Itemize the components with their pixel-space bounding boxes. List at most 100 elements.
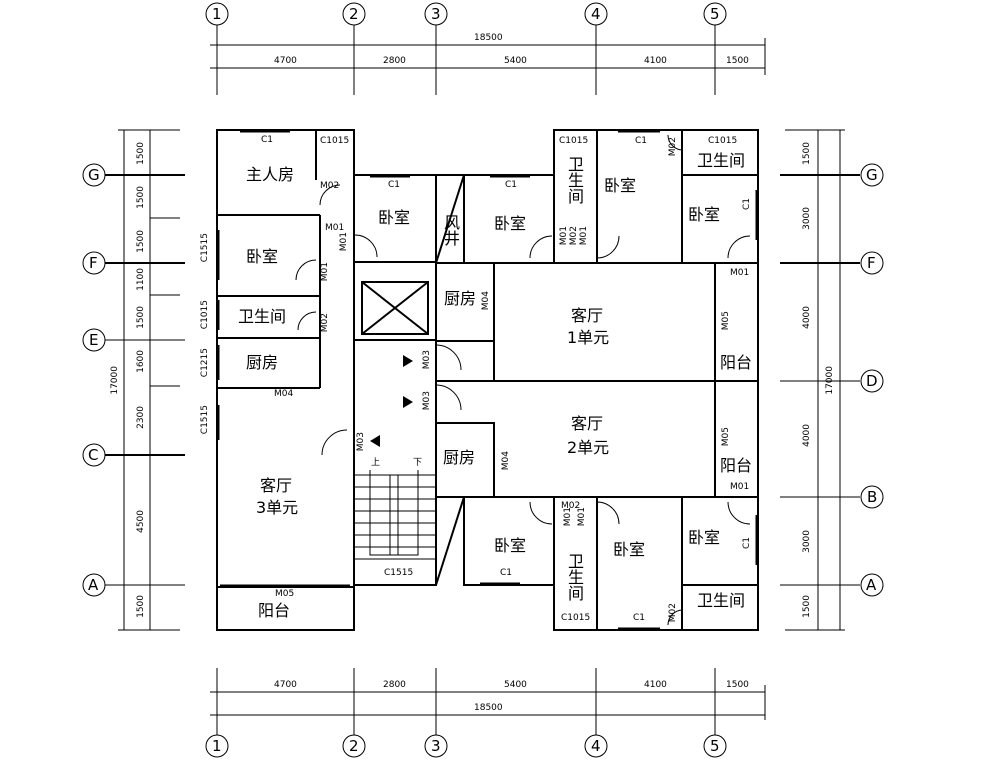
code-m01-u1: M01 (730, 268, 750, 278)
code-c1015-u2: C1015 (561, 613, 591, 623)
stair (353, 470, 437, 586)
code-c1015-top-left: C1015 (320, 136, 350, 146)
dim-bottom-seg-5: 1500 (726, 680, 749, 690)
axis-label-col-1-top: 1 (212, 5, 222, 23)
axis-label-col-3-bottom: 3 (431, 737, 441, 755)
code-m02-left: M02 (320, 313, 330, 333)
code-c1015-u1-a: C1015 (559, 136, 589, 146)
axis-label-row-a-left: A (88, 576, 99, 594)
code-c1215-left: C1215 (200, 348, 210, 378)
dim-right-seg-5: 3000 (802, 530, 812, 553)
code-m05-u2: M05 (721, 427, 731, 447)
axis-label-row-b-right: B (867, 488, 878, 506)
code-c1515-left-b: C1515 (200, 405, 210, 435)
code-c1-core: C1 (388, 180, 401, 190)
dim-top-seg-1: 4700 (274, 56, 297, 66)
walls (216, 129, 759, 631)
room-bathroom-u2-a: 卫生间 (565, 553, 584, 601)
code-m03-c: M03 (356, 432, 366, 452)
room-bedroom-u1-b: 卧室 (604, 176, 637, 195)
stair-up-label: 上 (371, 458, 381, 468)
code-c1-u2-c: C1 (742, 537, 752, 550)
axis-bubbles (82, 2, 884, 758)
code-m03-a: M03 (422, 350, 432, 370)
axis-label-row-d-right: D (866, 372, 878, 390)
dim-top-seg-4: 4100 (644, 56, 667, 66)
room-unit-1: 1单元 (567, 328, 610, 347)
dim-bottom-seg-4: 4100 (644, 680, 667, 690)
axis-label-row-f-left: F (89, 254, 98, 272)
axis-label-row-e-left: E (89, 331, 99, 349)
dim-bottom-seg-3: 5400 (504, 680, 527, 690)
room-kitchen-u1: 厨房 (444, 289, 477, 308)
code-c1515-stair: C1515 (384, 568, 414, 578)
code-c1-u1-a: C1 (505, 180, 518, 190)
room-air-shaft: 风井 (441, 214, 460, 246)
axis-label-col-2-top: 2 (349, 5, 359, 23)
code-m02-u1-b: M02 (668, 137, 678, 157)
code-m01-u1-a: M01 (559, 226, 569, 246)
room-balcony-left: 阳台 (258, 601, 291, 620)
code-c1015-u1-b: C1015 (708, 136, 738, 146)
axis-label-col-4-top: 4 (591, 5, 601, 23)
code-m03-b: M03 (422, 391, 432, 411)
bottom-dimension-lines (210, 685, 766, 720)
dim-top-seg-2: 2800 (383, 56, 406, 66)
code-m01-u1-b: M01 (579, 226, 589, 246)
dim-right-seg-4: 4000 (802, 424, 812, 447)
code-m04-u1: M04 (481, 291, 491, 311)
room-living-1: 客厅 (571, 306, 604, 325)
dim-left-seg-8: 4500 (136, 510, 146, 533)
room-living-2: 客厅 (571, 414, 604, 433)
dim-right-seg-3: 4000 (802, 306, 812, 329)
direction-arrows (370, 355, 413, 447)
room-bathroom-left: 卫生间 (238, 307, 287, 326)
code-c1-u2-b: C1 (633, 613, 646, 623)
dim-bottom-seg-1: 4700 (274, 680, 297, 690)
axis-label-col-5-bottom: 5 (710, 737, 720, 755)
dim-bottom-seg-2: 2800 (383, 680, 406, 690)
room-bedroom-u2-a: 卧室 (494, 536, 527, 555)
dim-left-seg-1: 1500 (136, 142, 146, 165)
code-m02-master: M02 (320, 181, 340, 191)
code-m01-u2-b: M01 (577, 507, 587, 527)
room-balcony-u1: 阳台 (720, 353, 753, 372)
room-kitchen-u2: 厨房 (443, 448, 476, 467)
code-c1015-left: C1015 (200, 300, 210, 330)
axis-label-col-3-top: 3 (431, 5, 441, 23)
room-bathroom-u1-a: 卫生间 (565, 156, 584, 204)
stair-down-label: 下 (413, 458, 423, 468)
dim-right-seg-2: 3000 (802, 207, 812, 230)
axis-label-row-c-left: C (88, 446, 99, 464)
dim-left-seg-6: 1600 (136, 350, 146, 373)
door-swings (295, 134, 751, 626)
code-c1515-left-a: C1515 (200, 233, 210, 263)
dim-right-seg-6: 1500 (802, 595, 812, 618)
top-dimension-lines (210, 38, 766, 75)
axis-label-col-5-top: 5 (710, 5, 720, 23)
room-kitchen-left: 厨房 (246, 353, 279, 372)
room-bathroom-u1-b: 卫生间 (697, 151, 746, 170)
axis-gridlines (105, 22, 860, 740)
code-m02-u2-b: M02 (668, 603, 678, 623)
code-c1-u1-b: C1 (635, 136, 648, 146)
dim-right-total: 17000 (825, 366, 835, 395)
code-m05-u1: M05 (721, 311, 731, 331)
room-bedroom-u1-c: 卧室 (688, 205, 721, 224)
right-dimension-lines (785, 129, 845, 631)
left-dimension-lines (118, 129, 180, 631)
room-unit-2: 2单元 (567, 438, 610, 457)
code-c1-u2-a: C1 (500, 568, 513, 578)
axis-label-row-g-right: G (866, 166, 878, 184)
axis-label-col-1-bottom: 1 (212, 737, 222, 755)
code-m02-u2: M02 (561, 501, 581, 511)
code-c1-u1-c: C1 (742, 198, 752, 211)
code-m05-left: M05 (275, 589, 295, 599)
code-m01-left: M01 (320, 262, 330, 282)
axis-label-row-a-right: A (866, 576, 877, 594)
room-bedroom-u2-b: 卧室 (613, 540, 646, 559)
room-master-bedroom: 主人房 (246, 165, 295, 184)
dim-left-seg-3: 1500 (136, 230, 146, 253)
axis-label-row-f-right: F (867, 254, 876, 272)
room-bathroom-u2-b: 卫生间 (697, 591, 746, 610)
